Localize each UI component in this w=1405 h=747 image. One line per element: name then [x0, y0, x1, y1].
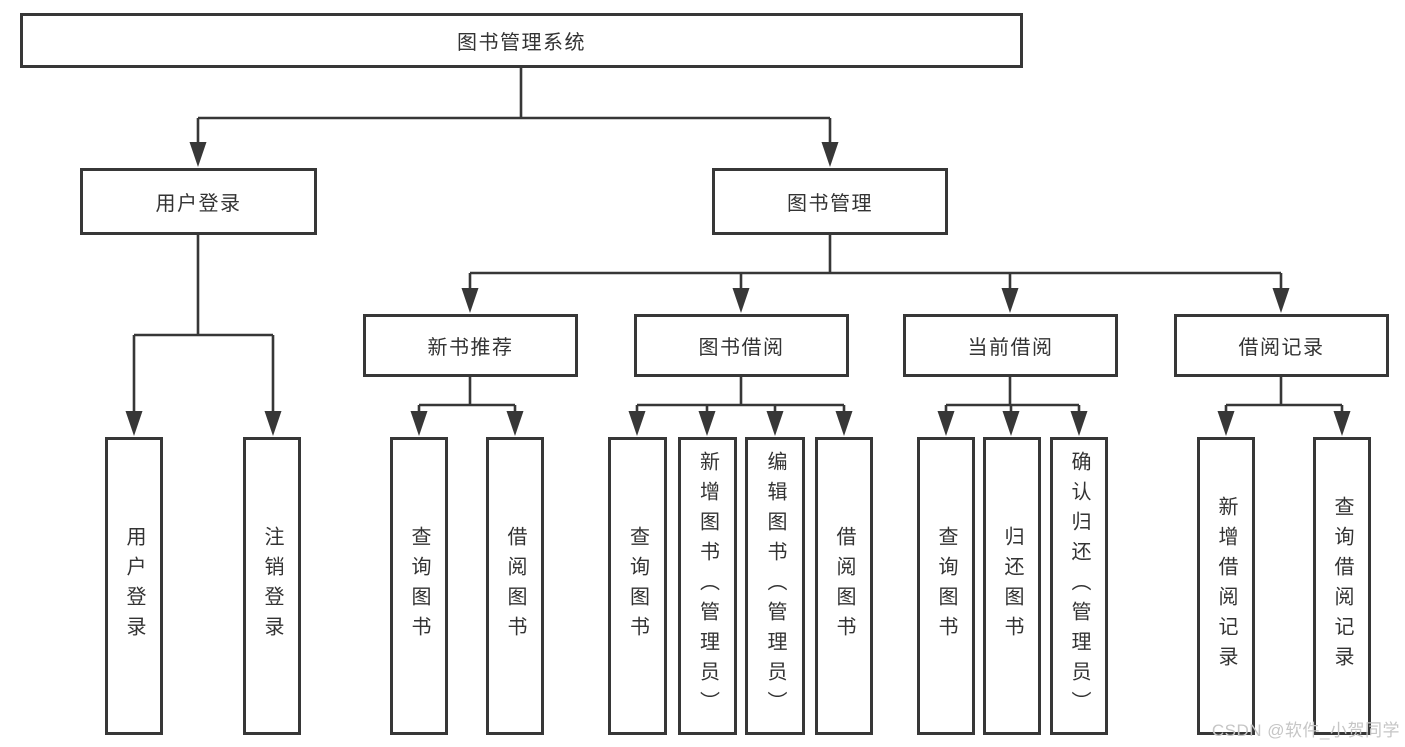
leaf-label: 查询图书	[408, 526, 430, 646]
arrowhead	[410, 411, 428, 436]
arrowhead	[937, 411, 955, 436]
arrowhead	[264, 411, 282, 436]
arrowhead	[835, 411, 853, 436]
leaf-confirm-return-admin: 确认归还（管理员）	[1050, 437, 1108, 735]
arrowhead	[1333, 411, 1351, 436]
leaf-edit-books-admin: 编辑图书（管理员）	[745, 437, 805, 735]
leaf-label: 借阅图书	[504, 526, 526, 646]
node-borrow-records: 借阅记录	[1174, 314, 1389, 377]
leaf-query-books-borrow: 查询图书	[608, 437, 667, 735]
node-label: 当前借阅	[967, 337, 1054, 359]
leaf-label: 确认归还（管理员）	[1068, 451, 1090, 721]
node-user-login: 用户登录	[80, 168, 317, 235]
leaf-user-login: 用户登录	[105, 437, 163, 735]
leaf-label: 编辑图书（管理员）	[764, 451, 786, 721]
leaf-label: 借阅图书	[833, 526, 855, 646]
leaf-label: 注销登录	[261, 526, 283, 646]
leaf-query-books-recommend: 查询图书	[390, 437, 448, 735]
leaf-add-borrow-record: 新增借阅记录	[1197, 437, 1255, 735]
node-label: 借阅记录	[1238, 337, 1325, 359]
arrowhead	[1002, 411, 1020, 436]
connector-user-login-to-leaves	[132, 235, 275, 414]
leaf-return-books: 归还图书	[983, 437, 1041, 735]
connector-root-to-level2	[196, 68, 832, 146]
node-book-borrow: 图书借阅	[634, 314, 849, 377]
leaf-label: 新增借阅记录	[1215, 496, 1237, 676]
arrowhead	[1001, 288, 1019, 313]
leaf-add-books-admin: 新增图书（管理员）	[678, 437, 737, 735]
node-label: 图书管理系统	[457, 32, 586, 54]
connector-book-management-to-level3	[468, 235, 1283, 292]
arrowhead	[628, 411, 646, 436]
arrowhead	[766, 411, 784, 436]
node-label: 新书推荐	[427, 337, 514, 359]
leaf-label: 用户登录	[123, 526, 145, 646]
node-label: 图书管理	[787, 193, 873, 215]
node-current-borrow: 当前借阅	[903, 314, 1118, 377]
leaf-borrow-books: 借阅图书	[815, 437, 873, 735]
leaf-label: 新增图书（管理员）	[696, 451, 719, 721]
connector-book-borrow-to-leaves	[635, 377, 846, 414]
leaf-label: 查询图书	[935, 526, 957, 646]
node-new-book-recommend: 新书推荐	[363, 314, 578, 377]
connector-borrow-records-to-leaves	[1224, 377, 1344, 414]
connector-new-book-recommend-to-leaves	[417, 377, 517, 414]
node-label: 用户登录	[155, 193, 242, 215]
node-library-management-system: 图书管理系统	[20, 13, 1023, 68]
leaf-label: 查询图书	[626, 526, 649, 646]
arrowhead	[461, 288, 479, 313]
arrowhead	[1070, 411, 1088, 436]
arrowhead	[506, 411, 524, 436]
arrowhead	[1272, 288, 1290, 313]
connector-current-borrow-to-leaves	[944, 377, 1081, 414]
leaf-query-borrow-record: 查询借阅记录	[1313, 437, 1371, 735]
node-label: 图书借阅	[698, 337, 785, 359]
arrowhead	[698, 411, 716, 436]
node-book-management: 图书管理	[712, 168, 948, 235]
arrowhead	[821, 142, 839, 167]
arrowhead	[125, 411, 143, 436]
leaf-borrow-books-recommend: 借阅图书	[486, 437, 544, 735]
leaf-label: 查询借阅记录	[1331, 496, 1353, 676]
arrowhead	[732, 288, 750, 313]
arrowhead	[189, 142, 207, 167]
leaf-logout-login: 注销登录	[243, 437, 301, 735]
csdn-watermark: CSDN @软件_小贺同学	[1211, 721, 1400, 740]
leaf-label: 归还图书	[1001, 526, 1023, 646]
arrowhead	[1217, 411, 1235, 436]
leaf-query-books-current: 查询图书	[917, 437, 975, 735]
